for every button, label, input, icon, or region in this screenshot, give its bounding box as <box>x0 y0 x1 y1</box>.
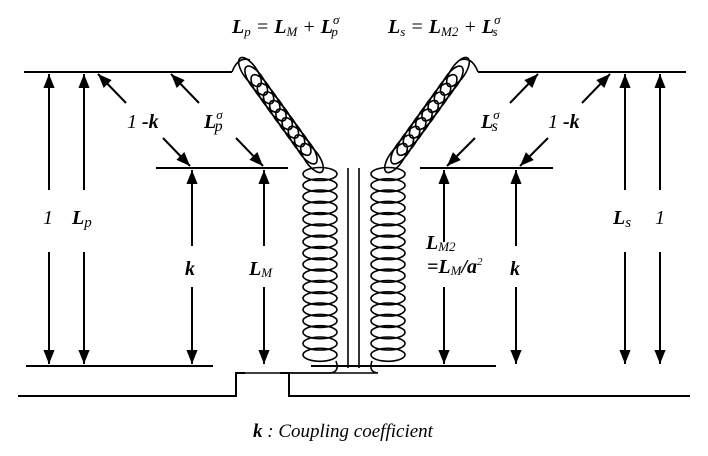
primary-coil-turn <box>302 302 338 317</box>
label-one-left: 1 <box>43 207 53 229</box>
secondary-coil-turn <box>370 166 406 182</box>
primary-leakage-coil-turn <box>293 134 318 165</box>
primary-dimension-arrows <box>43 73 270 364</box>
primary-coil-turn <box>302 268 338 284</box>
label-one-minus-k-right: 1 -k <box>548 111 580 133</box>
primary-coil-turn <box>302 200 338 216</box>
primary-coil-turn <box>302 223 338 238</box>
label-k-right: k <box>510 258 520 280</box>
primary-leakage-coil-turn <box>287 125 312 157</box>
label-lp: Lp <box>71 207 92 231</box>
primary-leakage-coil-turn <box>262 91 287 122</box>
arrow-leak-bottom-r <box>446 137 476 167</box>
secondary-coil-turn <box>370 245 406 261</box>
caption: k : Coupling coefficient <box>253 421 434 442</box>
primary-coil-lead-top <box>231 58 251 73</box>
primary-coil-turn <box>302 166 338 182</box>
label-ls: Ls <box>612 207 631 231</box>
primary-leakage-coil-turn <box>250 73 275 105</box>
secondary-coil-turn <box>370 211 406 227</box>
secondary-coil-turn <box>370 302 406 317</box>
primary-leakage-coil-turn <box>281 116 306 148</box>
coils <box>231 56 479 374</box>
primary-coil-turn <box>302 347 338 363</box>
primary-coil-turn <box>302 257 338 272</box>
arrow-leak-top <box>170 73 200 104</box>
secondary-leakage-coil-turn <box>433 73 458 105</box>
secondary-coil-turn <box>370 223 406 238</box>
arrow-1mk-bottom-r <box>519 137 549 167</box>
primary-coil-turn <box>302 189 338 204</box>
secondary-leakage-coil-turn <box>414 99 440 131</box>
primary-coil-turn <box>302 290 338 306</box>
primary-leakage-coil-turn <box>299 142 325 174</box>
primary-coil-turn <box>302 245 338 261</box>
primary-leakage-coil-turn <box>237 56 263 88</box>
secondary-dimension-arrows <box>438 73 666 364</box>
secondary-leakage-coil-turn <box>421 91 446 122</box>
secondary-leakage-coil-turn <box>402 116 427 148</box>
label-lm2-formula: =LM/a2 <box>427 256 483 278</box>
secondary-coil-turn <box>370 290 406 306</box>
primary-leakage-coil-turn <box>268 99 294 131</box>
secondary-leakage-coil-turn <box>427 82 452 114</box>
secondary-coil-turn <box>370 347 406 363</box>
secondary-coil-turn <box>370 324 406 340</box>
secondary-coil-turn <box>370 189 406 204</box>
secondary-coil-turn <box>370 336 406 351</box>
secondary-leakage-coil-turn <box>408 108 433 139</box>
secondary-leakage-coil-turn <box>396 125 421 157</box>
secondary-coil-turn <box>370 268 406 284</box>
arrow-leak-bottom <box>235 137 264 167</box>
arrow-leak-top-r <box>509 73 539 104</box>
primary-leakage-coil-turn <box>244 65 269 96</box>
primary-coil-turn <box>302 234 338 250</box>
secondary-leakage-coil-turn <box>383 142 409 174</box>
secondary-coil-turn <box>370 178 406 193</box>
primary-leakage-coil-turn <box>256 82 281 114</box>
primary-coil-turn <box>302 211 338 227</box>
primary-coil-turn <box>302 178 338 193</box>
primary-bottom-wire <box>18 372 245 397</box>
secondary-leakage-coil-turn <box>445 56 471 88</box>
label-one-right: 1 <box>655 207 665 229</box>
primary-coil-turn <box>302 279 338 295</box>
secondary-coil-turn <box>370 200 406 216</box>
arrow-1mk-top <box>97 73 127 104</box>
label-one-minus-k-left: 1 -k <box>127 111 159 133</box>
secondary-leakage-coil-turn <box>439 65 464 96</box>
secondary-leakage-coil-turn <box>390 134 415 165</box>
secondary-coil-turn <box>370 257 406 272</box>
primary-coil-turn <box>302 336 338 351</box>
primary-coil-turn <box>302 313 338 329</box>
primary-coil-turn <box>302 324 338 340</box>
secondary-coil-turn <box>370 313 406 329</box>
label-lm2: LM2 <box>425 232 456 254</box>
arrow-1mk-bottom <box>162 137 191 167</box>
secondary-coil-lead-top <box>459 58 479 73</box>
label-k-left: k <box>185 258 195 280</box>
secondary-coil-turn <box>370 279 406 295</box>
secondary-coil-turn <box>370 234 406 250</box>
label-lm: LM <box>248 258 273 280</box>
secondary-coil-lead-bottom <box>289 360 379 374</box>
arrow-1mk-top-r <box>581 73 611 104</box>
primary-leakage-coil-turn <box>275 108 300 139</box>
secondary-bottom-wire <box>280 372 690 397</box>
